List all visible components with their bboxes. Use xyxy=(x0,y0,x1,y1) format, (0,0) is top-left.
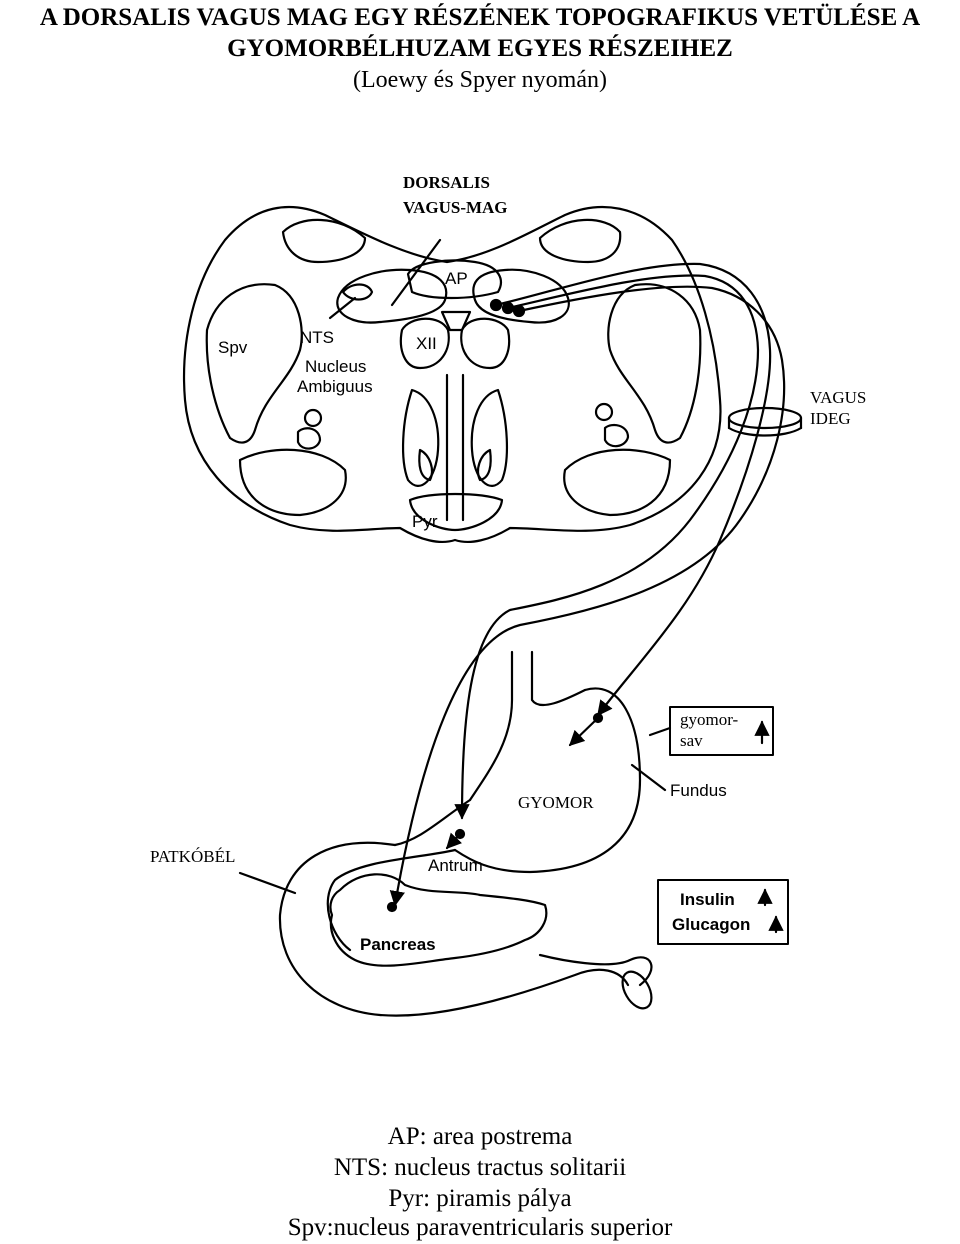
legend-ap: AP: area postrema xyxy=(387,1123,573,1150)
vagus-nerve-fibers xyxy=(389,262,803,907)
title-line-2: GYOMORBÉLHUZAM EGYES RÉSZEIHEZ xyxy=(227,35,733,62)
gyomorsav-box xyxy=(669,706,774,756)
legend-nts: NTS: nucleus tractus solitarii xyxy=(333,1154,627,1181)
label-antrum: Antrum xyxy=(428,856,483,875)
label-glucagon: Glucagon xyxy=(672,915,750,934)
hormone-box xyxy=(657,879,789,945)
label-fundus: Fundus xyxy=(670,781,727,800)
legend-pyr: Pyr: piramis pálya xyxy=(388,1185,572,1212)
label-dorsalis: DORSALIS xyxy=(403,173,490,192)
label-ideg: IDEG xyxy=(810,409,851,428)
gi-tract xyxy=(238,650,672,1017)
label-nts: NTS xyxy=(300,328,334,347)
label-xii: XII xyxy=(416,334,437,353)
stomach-outline xyxy=(453,687,642,874)
label-gyomor-sav-2: sav xyxy=(680,731,703,750)
area-postrema-shape xyxy=(406,259,502,300)
label-spv: Spv xyxy=(218,338,248,357)
label-ap: AP xyxy=(445,269,468,288)
label-ambiguus: Ambiguus xyxy=(297,377,373,396)
pancreas-outline xyxy=(329,873,548,967)
title-line-1: A DORSALIS VAGUS MAG EGY RÉSZÉNEK TOPOGR… xyxy=(39,4,921,31)
label-patkobel: PATKÓBÉL xyxy=(150,847,235,866)
medulla-outline xyxy=(182,205,722,544)
duodenum-outline xyxy=(278,841,630,1017)
label-pancreas: Pancreas xyxy=(360,935,436,954)
label-vagus: VAGUS xyxy=(810,388,866,407)
subtitle: (Loewy és Spyer nyomán) xyxy=(353,67,607,93)
medulla-section xyxy=(182,205,722,544)
label-gyomor-sav-1: gyomor- xyxy=(680,710,739,729)
label-nucleus: Nucleus xyxy=(305,357,366,376)
label-insulin: Insulin xyxy=(680,890,735,909)
label-pyr: Pyr xyxy=(412,512,438,531)
legend-spv: Spv:nucleus paraventricularis superior xyxy=(287,1214,673,1241)
label-gyomor: GYOMOR xyxy=(518,793,594,812)
label-vagus-mag: VAGUS-MAG xyxy=(403,198,508,217)
